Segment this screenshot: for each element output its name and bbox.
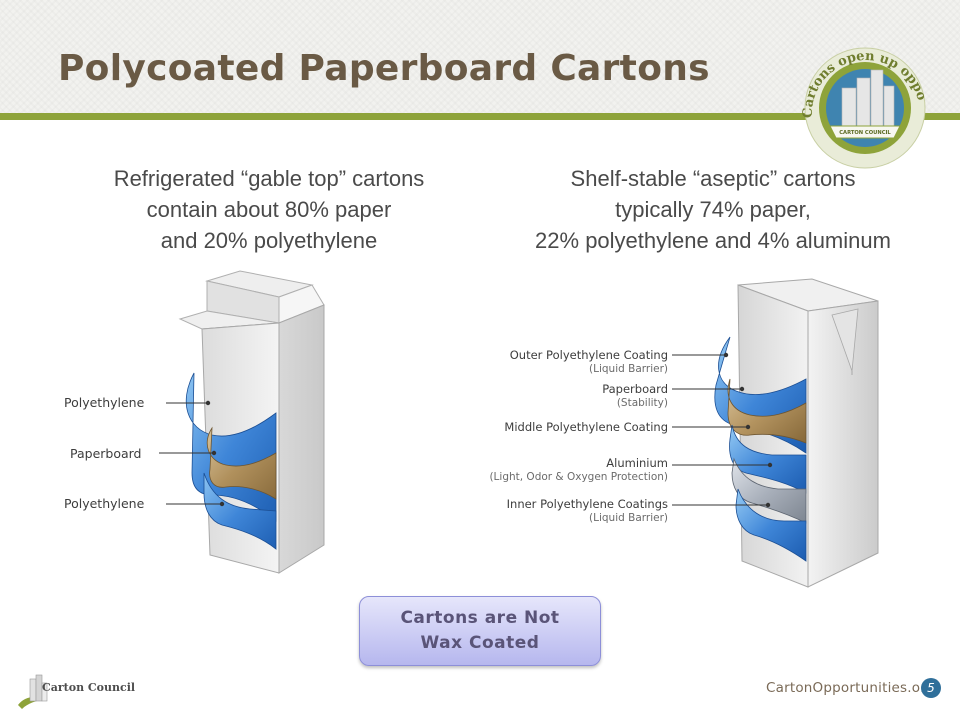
- right-caption: Shelf-stable “aseptic” cartons typically…: [470, 163, 956, 256]
- right-layer-note: (Liquid Barrier): [589, 512, 668, 524]
- page-number-badge: 5: [921, 678, 941, 698]
- right-layer-name: Paperboard: [602, 382, 668, 396]
- footer-logo-icon: [18, 674, 48, 709]
- right-layer-name: Outer Polyethylene Coating: [510, 348, 668, 362]
- carton-council-logo: Cartons open up opportunities CARTON COU…: [790, 40, 929, 169]
- gable-top-carton-diagram: Polyethylene Paperboard Polyethylene: [64, 270, 325, 574]
- right-caption-line: 22% polyethylene and 4% aluminum: [535, 228, 891, 253]
- footer-url[interactable]: CartonOpportunities.org: [766, 680, 935, 696]
- left-layer-label: Polyethylene: [64, 395, 145, 410]
- callout-line: Cartons are Not: [400, 608, 560, 628]
- slide-title: Polycoated Paperboard Cartons: [58, 48, 710, 89]
- left-caption-line: Refrigerated “gable top” cartons: [113, 166, 425, 191]
- not-wax-coated-callout: Cartons are Not Wax Coated: [359, 596, 601, 666]
- right-layer-note: (Stability): [617, 397, 668, 409]
- left-caption-line: and 20% polyethylene: [160, 228, 378, 253]
- left-caption-line: contain about 80% paper: [146, 197, 392, 222]
- right-layer-note: (Light, Odor & Oxygen Protection): [489, 471, 668, 483]
- left-layer-label: Paperboard: [70, 446, 142, 461]
- left-layer-label: Polyethylene: [64, 496, 145, 511]
- right-layer-name: Inner Polyethylene Coatings: [507, 497, 668, 511]
- aseptic-carton-diagram: Outer Polyethylene Coating (Liquid Barri…: [489, 278, 879, 588]
- callout-line: Wax Coated: [420, 633, 540, 653]
- left-caption: Refrigerated “gable top” cartons contain…: [40, 163, 498, 256]
- header-rule: [0, 113, 960, 120]
- right-caption-line: Shelf-stable “aseptic” cartons: [570, 166, 856, 191]
- right-caption-line: typically 74% paper,: [615, 197, 811, 222]
- right-layer-note: (Liquid Barrier): [589, 363, 668, 375]
- right-layer-name: Middle Polyethylene Coating: [504, 420, 668, 434]
- header-band: [0, 0, 960, 116]
- footer-logo-text: Carton Council: [42, 681, 136, 694]
- right-layer-name: Aluminium: [606, 456, 668, 470]
- logo-banner-text: CARTON COUNCIL: [839, 130, 891, 136]
